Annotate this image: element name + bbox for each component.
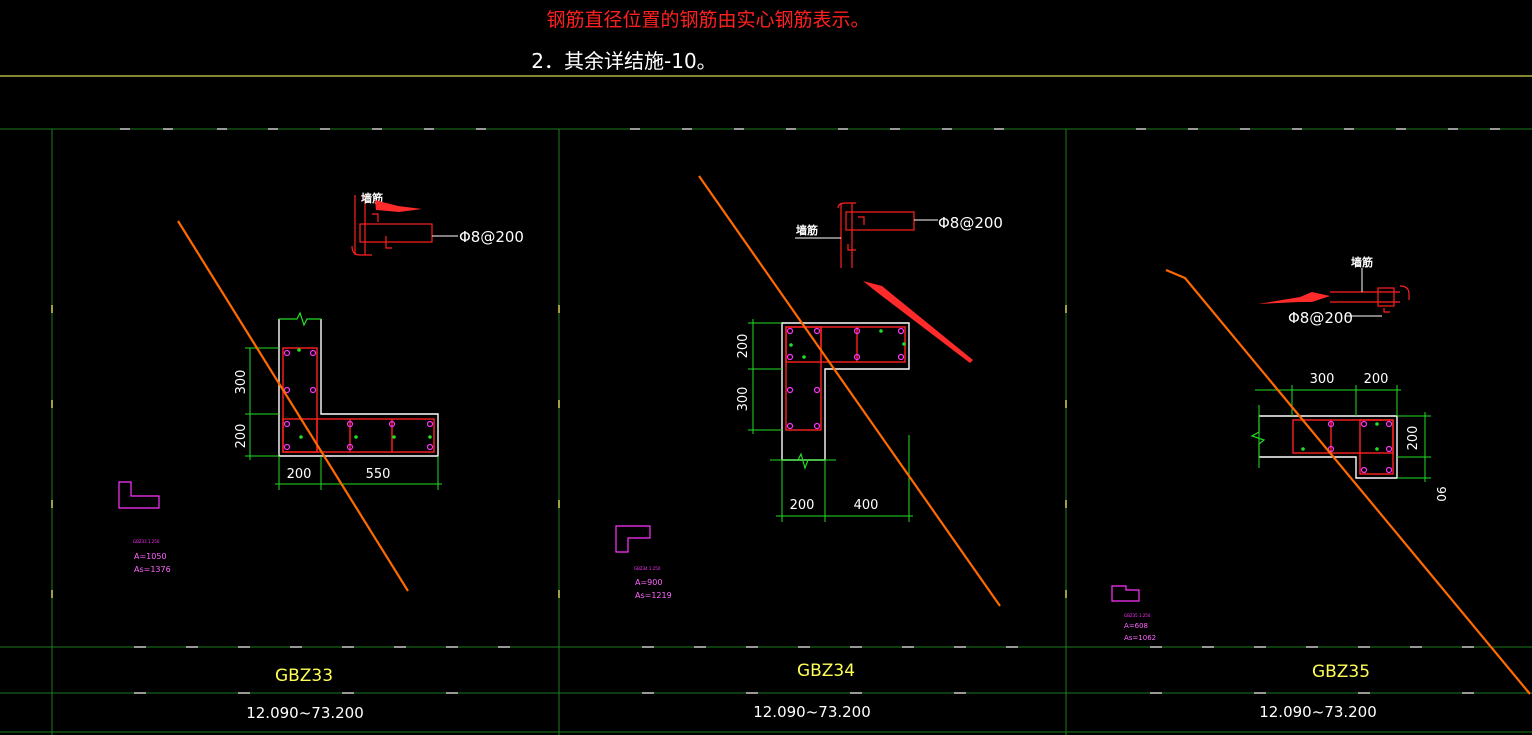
- area-as: As=1219: [635, 591, 672, 600]
- area-a: A=900: [635, 578, 662, 587]
- orange-diagonal: [698, 175, 1001, 607]
- break-mark: [1250, 416, 1266, 457]
- area-tag: GBZ35 1.250: [1124, 613, 1151, 618]
- elevation-label: 12.090~73.200: [246, 704, 364, 722]
- column-name-label: GBZ34: [797, 661, 855, 681]
- section-legend-shape: [118, 481, 160, 509]
- dim-v-top: 200: [736, 334, 751, 359]
- elevation-label: 12.090~73.200: [1259, 703, 1377, 721]
- dim-v-top: 300: [234, 370, 249, 395]
- dim-h-left: 200: [287, 467, 312, 482]
- dim-v-bot: 300: [736, 387, 751, 412]
- column-outline: [278, 319, 439, 457]
- dim-h-right: 550: [366, 467, 391, 482]
- rebar-solid-points: [1301, 422, 1379, 451]
- area-a: A=1050: [134, 552, 167, 561]
- dim-v-small: 90: [1434, 486, 1448, 501]
- dim-h-right: 400: [854, 498, 879, 513]
- rebar-spec-label: Φ8@200: [1288, 309, 1353, 327]
- rebar-detail: [1330, 285, 1410, 313]
- rebar-cage: [282, 347, 435, 453]
- dimension-lines: [1255, 385, 1431, 482]
- header-note-red: 钢筋直径位置的钢筋由实心钢筋表示。: [546, 9, 869, 31]
- orange-diagonal: [1165, 268, 1531, 695]
- column-name-label: GBZ35: [1312, 662, 1370, 682]
- arrow-icon: [863, 281, 973, 363]
- wall-rebar-label: 墙筋: [1351, 255, 1373, 269]
- frame-lines: [0, 75, 1532, 735]
- rebar-points: [1327, 420, 1393, 474]
- dim-h-left: 300: [1310, 372, 1335, 387]
- column-outline: [781, 322, 910, 461]
- elevation-label: 12.090~73.200: [753, 703, 871, 721]
- area-tag: GBZ34 1.250: [634, 566, 661, 571]
- rebar-detail: [351, 195, 433, 256]
- dim-v-right: 200: [1406, 426, 1421, 451]
- column-name-label: GBZ33: [275, 666, 333, 686]
- arrow-icon: [1258, 292, 1330, 304]
- dim-h-right: 200: [1364, 372, 1389, 387]
- break-mark: [782, 452, 825, 470]
- panel-gbz35[interactable]: 300 200 200 90 Φ8@200 墙筋 GBZ35 1.250 A=6…: [1111, 255, 1531, 721]
- rebar-points: [786, 327, 905, 430]
- column-outline: [1259, 415, 1398, 479]
- orange-diagonal: [177, 220, 409, 592]
- dimension-lines: [748, 319, 913, 522]
- panel-gbz34[interactable]: 200 300 200 400 Φ8@200 墙筋 GBZ34 1.250 A=…: [615, 175, 1003, 721]
- rebar-points: [283, 349, 434, 451]
- dim-v-bot: 200: [234, 424, 249, 449]
- rebar-cage: [1292, 419, 1394, 475]
- rebar-cage: [785, 326, 906, 431]
- rebar-solid-points: [297, 348, 432, 439]
- section-legend-shape: [615, 525, 651, 553]
- rebar-detail: [837, 202, 915, 268]
- rebar-spec-label: Φ8@200: [938, 214, 1003, 232]
- wall-rebar-label: 墙筋: [796, 223, 818, 237]
- header-note-white: 2．其余详结施-10。: [531, 49, 716, 73]
- panel-gbz33[interactable]: 300 200 200 550 Φ8@200 墙筋 GBZ33 1.250 A=…: [118, 191, 524, 722]
- break-mark: [279, 311, 321, 327]
- dimension-lines: [245, 347, 442, 490]
- section-legend-shape: [1111, 585, 1140, 602]
- area-as: As=1062: [1124, 634, 1156, 642]
- dim-h-left: 200: [790, 498, 815, 513]
- area-a: A=608: [1124, 622, 1148, 630]
- area-as: As=1376: [134, 565, 171, 574]
- rebar-solid-points: [789, 329, 906, 359]
- arrow-icon: [375, 200, 422, 212]
- rebar-spec-label: Φ8@200: [459, 228, 524, 246]
- area-tag: GBZ33 1.250: [133, 539, 160, 544]
